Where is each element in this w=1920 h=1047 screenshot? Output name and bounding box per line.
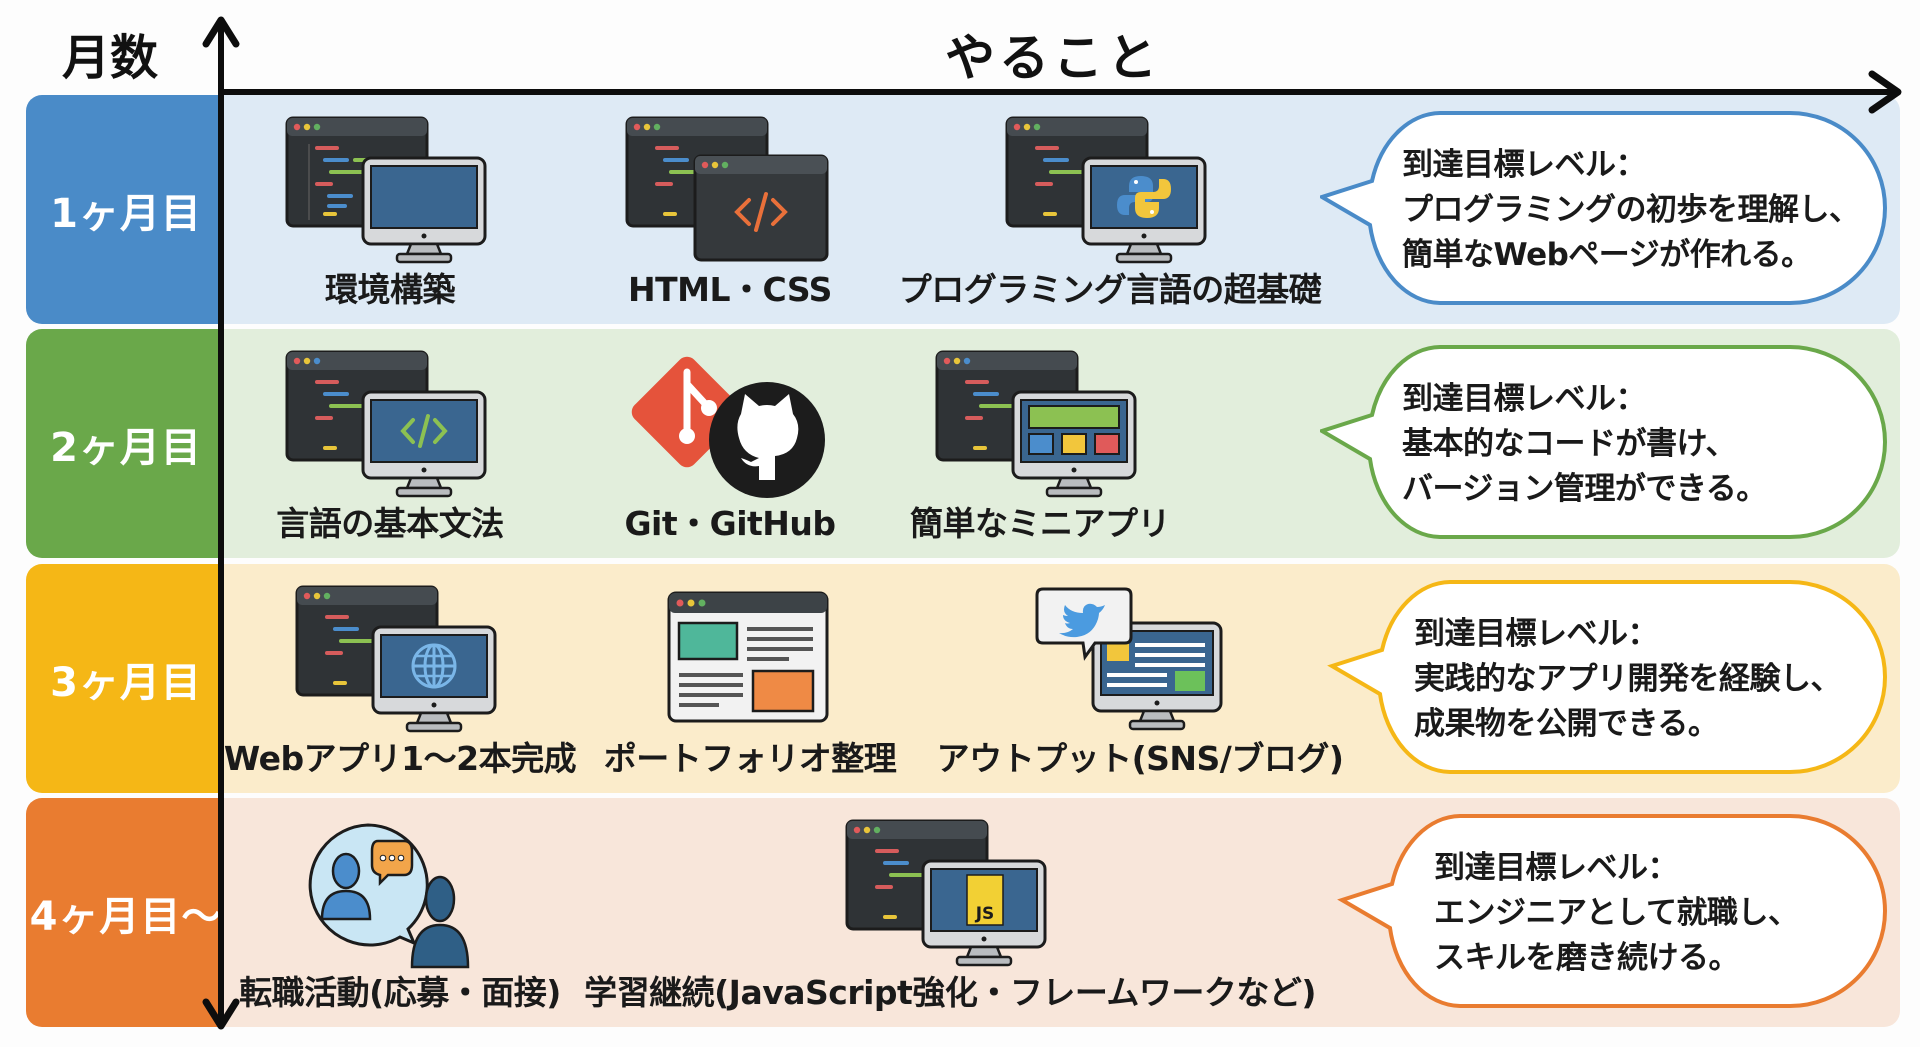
goal-line: プログラミングの初歩を理解し、 [1402, 192, 1860, 228]
task-item: 環境構築 [285, 95, 490, 324]
goal-heading: 到達目標レベル： [1434, 850, 1679, 886]
goal-bubble: 到達目標レベル： 基本的なコードが書け、 バージョン管理ができる。 [1320, 329, 1900, 558]
speech-bubble-shape [1320, 111, 1887, 305]
month-label: 2ヶ月目 [26, 329, 226, 558]
task-item: HTML・CSS [620, 95, 840, 324]
task-label: 簡単なミニアプリ [910, 504, 1171, 543]
task-item: ポートフォリオ整理 [600, 564, 900, 793]
month-label: 1ヶ月目 [26, 95, 226, 324]
goal-text: 到達目標レベル： プログラミングの初歩を理解し、 簡単なWebページが作れる。 [1402, 143, 1860, 278]
goal-line: スキルを磨き続ける。 [1434, 940, 1740, 976]
tasks-panel: Webアプリ1〜2本完成 [220, 564, 1900, 793]
roadmap-row-month-4-plus: 4ヶ月目〜 転職活動(応募・面接) [26, 798, 1900, 1027]
goal-line: 簡単なWebページが作れる。 [1402, 237, 1812, 273]
month-label: 3ヶ月目 [26, 564, 226, 793]
task-item: プログラミング言語の超基礎 [898, 95, 1322, 324]
speech-bubble-shape [1327, 580, 1887, 774]
month-label: 4ヶ月目〜 [26, 798, 226, 1027]
goal-line: 実践的なアプリ開発を経験し、 [1414, 661, 1842, 697]
goal-text: 到達目標レベル： 実践的なアプリ開発を経験し、 成果物を公開できる。 [1414, 612, 1842, 747]
globe-monitor-icon [295, 580, 505, 740]
speech-bubble-shape [1320, 345, 1887, 539]
roadmap-row-month-2: 2ヶ月目 [26, 329, 1900, 558]
javascript-monitor-icon: JS [845, 814, 1055, 974]
task-label: Git・GitHub [624, 504, 836, 543]
goal-text: 到達目標レベル： エンジニアとして就職し、 スキルを磨き続ける。 [1434, 846, 1799, 981]
twitter-monitor-icon [1035, 580, 1245, 740]
task-label: Webアプリ1〜2本完成 [223, 739, 577, 778]
task-label: 環境構築 [325, 270, 456, 309]
code-monitor-icon [285, 345, 495, 505]
task-item: JS 学習継続(JavaScript強化・フレームワークなど) [584, 798, 1316, 1027]
mini-app-monitor-icon [935, 345, 1145, 505]
task-item: 転職活動(応募・面接) [239, 798, 561, 1027]
goal-line: バージョン管理ができる。 [1402, 471, 1767, 507]
task-label: 転職活動(応募・面接) [239, 973, 561, 1012]
goal-line: エンジニアとして就職し、 [1434, 895, 1799, 931]
goal-heading: 到達目標レベル： [1402, 381, 1646, 417]
task-item: Git・GitHub [620, 329, 840, 558]
python-monitor-icon [1005, 111, 1215, 271]
roadmap-row-month-3: 3ヶ月目 [26, 564, 1900, 793]
goal-bubble: 到達目標レベル： エンジニアとして就職し、 スキルを磨き続ける。 [1320, 798, 1900, 1027]
task-item: Webアプリ1〜2本完成 [224, 564, 577, 793]
task-label: アウトプット(SNS/ブログ) [936, 739, 1344, 778]
task-label: ポートフォリオ整理 [603, 739, 897, 778]
interview-people-icon [300, 814, 500, 974]
task-item: 言語の基本文法 [276, 329, 504, 558]
task-label: プログラミング言語の超基礎 [898, 270, 1322, 309]
task-item: アウトプット(SNS/ブログ) [937, 564, 1344, 793]
task-label: 学習継続(JavaScript強化・フレームワークなど) [584, 973, 1316, 1012]
tasks-panel: 言語の基本文法 Git・GitHub [220, 329, 1900, 558]
svg-text:JS: JS [975, 904, 995, 924]
goal-heading: 到達目標レベル： [1402, 147, 1646, 183]
y-axis-title: 月数 [62, 30, 159, 86]
task-item: 簡単なミニアプリ [910, 329, 1171, 558]
tasks-panel: 転職活動(応募・面接) JS [220, 798, 1900, 1027]
roadmap-row-month-1: 1ヶ月目 [26, 95, 1900, 324]
portfolio-window-icon [665, 580, 835, 740]
speech-bubble-shape [1337, 814, 1887, 1008]
git-github-icon [625, 345, 835, 505]
goal-line: 基本的なコードが書け、 [1402, 426, 1736, 462]
goal-line: 成果物を公開できる。 [1414, 706, 1719, 742]
task-label: 言語の基本文法 [276, 504, 504, 543]
task-label: HTML・CSS [628, 270, 832, 309]
goal-text: 到達目標レベル： 基本的なコードが書け、 バージョン管理ができる。 [1402, 377, 1767, 512]
x-axis-title: やること [945, 29, 1161, 87]
code-editor-monitor-icon [285, 111, 495, 271]
html-code-window-icon [625, 111, 835, 271]
goal-bubble: 到達目標レベル： プログラミングの初歩を理解し、 簡単なWebページが作れる。 [1320, 95, 1900, 324]
goal-bubble: 到達目標レベル： 実践的なアプリ開発を経験し、 成果物を公開できる。 [1320, 564, 1900, 793]
goal-heading: 到達目標レベル： [1414, 616, 1659, 652]
tasks-panel: 環境構築 [220, 95, 1900, 324]
